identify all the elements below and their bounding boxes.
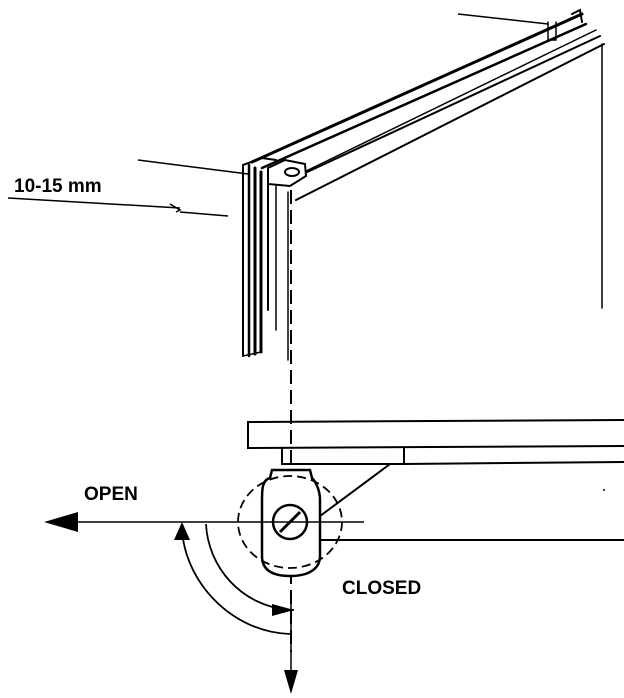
dimension-line-top [7,197,181,209]
top-rail-line-5 [299,29,597,175]
arc-arrow-up-icon [174,522,190,540]
post-top-corner [242,156,277,166]
door-frame [242,8,605,361]
dimension-label: 10-15 mm [14,176,102,197]
top-pivot-bracket [267,158,308,192]
rail-end-cap [547,21,557,41]
rail-end-top [571,8,583,23]
closed-label: CLOSED [342,578,421,599]
leader-lines [7,13,549,217]
bracket-diagonal [311,463,391,523]
top-rail-line-3 [289,35,601,181]
arrow-down-icon [284,670,298,694]
outer-rotation-arc [181,527,291,635]
open-label: OPEN [84,484,138,505]
left-post-bottom-1 [242,351,262,357]
bracket-leader [137,159,249,175]
floor-lines-lower [182,521,624,541]
top-right-leader [457,13,549,25]
top-rail-line-4 [295,43,605,201]
dimension-tick [169,203,182,213]
top-rail-line-2 [260,22,588,170]
arc-arrow-right-icon [272,604,294,616]
floor-plate [247,419,624,523]
arrow-left-icon [44,512,78,532]
dimension-line-bottom [179,211,229,217]
stray-dot [603,489,605,491]
top-pivot-hole [284,167,300,177]
top-rail-line-1 [250,12,584,164]
floor-plate-lower [281,448,405,465]
